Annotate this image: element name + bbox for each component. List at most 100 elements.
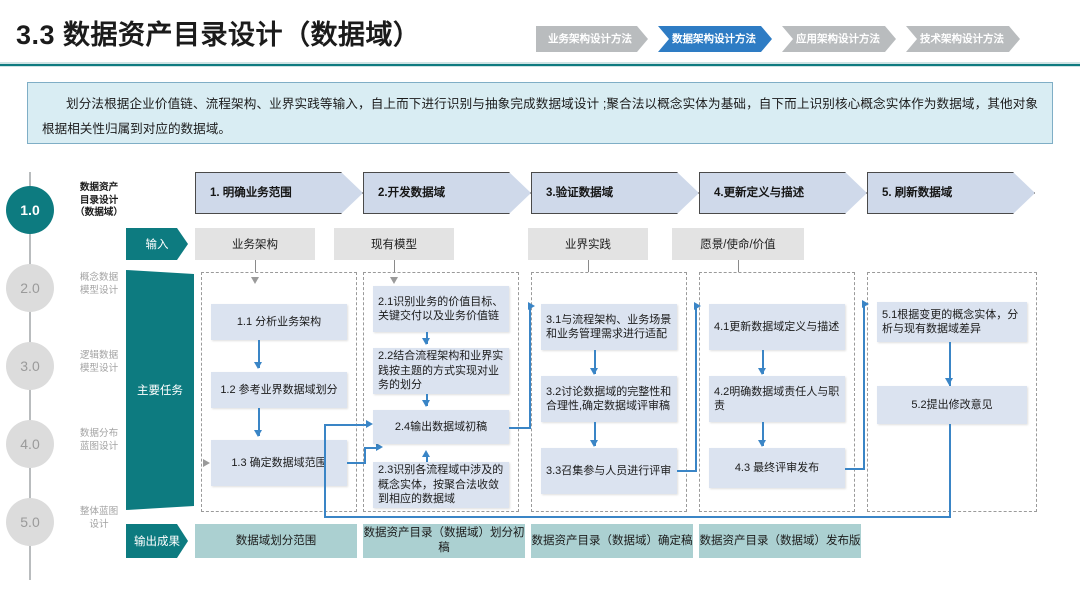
conn-1-3-to-2-4-b [364, 448, 366, 464]
rail-item-1[interactable]: 1.0 数据资产目录设计（数据域） [6, 182, 123, 234]
feedback-line-in [324, 424, 368, 426]
task-2-4[interactable]: 2.4输出数据域初稿 [373, 410, 509, 444]
task-4-2[interactable]: 4.2明确数据域责任人与职责 [709, 376, 845, 422]
phase-4-label: 4.更新定义与描述 [714, 186, 805, 199]
title-divider-inner [0, 64, 1080, 66]
arrow-3-2-to-3-3 [590, 440, 598, 447]
output-box-2: 数据资产目录（数据域）划分初稿 [363, 524, 525, 558]
task-1-3[interactable]: 1.3 确定数据域范围 [211, 440, 347, 486]
rail-number-2: 2.0 [6, 264, 54, 312]
task-2-2[interactable]: 2.2结合流程架构和业界实践按主题的方式实现对业务的划分 [373, 348, 509, 394]
description-text: 划分法根据企业价值链、流程架构、业界实践等输入，自上而下进行识别与抽象完成数据域… [42, 97, 1038, 136]
input-stem-3 [588, 260, 589, 272]
breadcrumb: 业务架构设计方法 数据架构设计方法 应用架构设计方法 技术架构设计方法 [536, 26, 1020, 52]
conn-3-3-to-4-1-b [695, 306, 697, 472]
phase-1[interactable]: 1. 明确业务范围 [195, 172, 363, 214]
arrow-into-5-1 [862, 300, 869, 308]
rail-label-3: 逻辑数据模型设计 [79, 350, 119, 374]
phase-5[interactable]: 5. 刷新数据域 [867, 172, 1035, 214]
feedback-line-up [324, 424, 326, 517]
arrow-4-1-to-4-2 [758, 368, 766, 375]
breadcrumb-item-4[interactable]: 技术架构设计方法 [906, 26, 1020, 52]
arrow-2-1-to-2-2 [422, 338, 430, 345]
rail-number-4: 4.0 [6, 420, 54, 468]
task-2-3[interactable]: 2.3识别各流程域中涉及的概念实体，按聚合法收敛到相应的数据域 [373, 462, 509, 508]
breadcrumb-item-1[interactable]: 业务架构设计方法 [536, 26, 648, 52]
rail-item-2[interactable]: 2.0 概念数据模型设计 [6, 264, 118, 312]
arrow-into-col1 [251, 277, 259, 284]
conn-1-1-to-1-2 [258, 340, 260, 368]
task-2-1[interactable]: 2.1识别业务的价值目标、关键交付以及业务价值链 [373, 286, 509, 332]
output-box-3: 数据资产目录（数据域）确定稿 [531, 524, 693, 558]
conn-1-3-to-2-4-a [347, 462, 365, 464]
task-3-3[interactable]: 3.3召集参与人员进行评审 [541, 448, 677, 494]
description-box: 划分法根据企业价值链、流程架构、业界实践等输入，自上而下进行识别与抽象完成数据域… [27, 82, 1053, 144]
conn-4-3-to-5-1-a [845, 468, 865, 470]
phase-1-label: 1. 明确业务范围 [210, 186, 292, 199]
arrow-1-1-to-1-2 [254, 362, 262, 369]
input-stem-1 [255, 260, 256, 272]
feedback-line-down [949, 424, 951, 517]
phase-5-label: 5. 刷新数据域 [882, 186, 953, 199]
input-stem-2 [394, 260, 395, 272]
phase-4[interactable]: 4.更新定义与描述 [699, 172, 867, 214]
conn-3-1-to-3-2 [594, 350, 596, 374]
task-3-1[interactable]: 3.1与流程架构、业务场景和业务管理需求进行适配 [541, 304, 677, 350]
row-label-tasks: 主要任务 [126, 270, 194, 510]
arrow-2-2-to-2-4 [422, 400, 430, 407]
breadcrumb-item-2[interactable]: 数据架构设计方法 [658, 26, 772, 52]
rail-item-5[interactable]: 5.0 整体蓝图设计 [6, 498, 118, 546]
conn-4-3-to-5-1-b [863, 304, 865, 470]
output-box-1: 数据域划分范围 [195, 524, 357, 558]
conn-2-3-to-2-4 [426, 456, 428, 466]
task-column-3 [531, 272, 687, 512]
conn-3-3-to-4-1-a [677, 470, 697, 472]
phase-2-label: 2.开发数据域 [378, 186, 446, 199]
task-1-2[interactable]: 1.2 参考业界数据域划分 [211, 372, 347, 408]
arrow-3-1-to-3-2 [590, 368, 598, 375]
output-box-4: 数据资产目录（数据域）发布版 [699, 524, 861, 558]
rail-item-4[interactable]: 4.0 数据分布蓝图设计 [6, 420, 118, 468]
arrow-feedback-into-2-4 [366, 420, 373, 428]
arrow-into-3-1 [528, 302, 535, 310]
rail-label-2: 概念数据模型设计 [79, 272, 119, 296]
conn-1-3-to-2-4-c [364, 447, 378, 449]
conn-3-2-to-3-3 [594, 422, 596, 446]
task-column-5 [867, 272, 1037, 512]
task-1-1[interactable]: 1.1 分析业务架构 [211, 304, 347, 340]
rail-label-4: 数据分布蓝图设计 [79, 428, 119, 452]
arrow-into-1-3 [203, 459, 210, 467]
arrow-into-2-4 [376, 443, 383, 451]
input-box-4: 愿景/使命/价值 [672, 228, 804, 260]
rail-number-1: 1.0 [6, 186, 54, 234]
phase-3[interactable]: 3.验证数据域 [531, 172, 699, 214]
phase-2[interactable]: 2.开发数据域 [363, 172, 531, 214]
arrow-into-col2 [390, 277, 398, 284]
rail-item-3[interactable]: 3.0 逻辑数据模型设计 [6, 342, 118, 390]
conn-2-4-to-3-1-b [529, 306, 531, 428]
input-box-3: 业界实践 [528, 228, 648, 260]
phase-3-label: 3.验证数据域 [546, 186, 614, 199]
rail-number-5: 5.0 [6, 498, 54, 546]
rail-number-3: 3.0 [6, 342, 54, 390]
arrow-5-1-to-5-2 [945, 378, 953, 385]
conn-1-2-to-1-3 [258, 408, 260, 436]
conn-4-2-to-4-3 [762, 422, 764, 446]
input-stem-4 [738, 260, 739, 272]
breadcrumb-item-3[interactable]: 应用架构设计方法 [782, 26, 896, 52]
conn-4-1-to-4-2 [762, 350, 764, 374]
task-5-1[interactable]: 5.1根据变更的概念实体，分析与现有数据域差异 [877, 302, 1027, 342]
conn-2-4-to-3-1-a [509, 427, 531, 429]
rail-label-5: 整体蓝图设计 [79, 506, 119, 530]
task-5-2[interactable]: 5.2提出修改意见 [877, 386, 1027, 424]
feedback-line-left [324, 516, 951, 518]
task-3-2[interactable]: 3.2讨论数据域的完整性和合理性,确定数据域评审稿 [541, 376, 677, 422]
rail-label-1: 数据资产目录设计（数据域） [75, 182, 123, 218]
arrow-4-2-to-4-3 [758, 440, 766, 447]
task-column-2 [363, 272, 519, 512]
arrow-into-4-1 [694, 302, 701, 310]
task-4-1[interactable]: 4.1更新数据域定义与描述 [709, 304, 845, 350]
row-label-input: 输入 [126, 228, 188, 260]
task-4-3[interactable]: 4.3 最终评审发布 [709, 448, 845, 488]
